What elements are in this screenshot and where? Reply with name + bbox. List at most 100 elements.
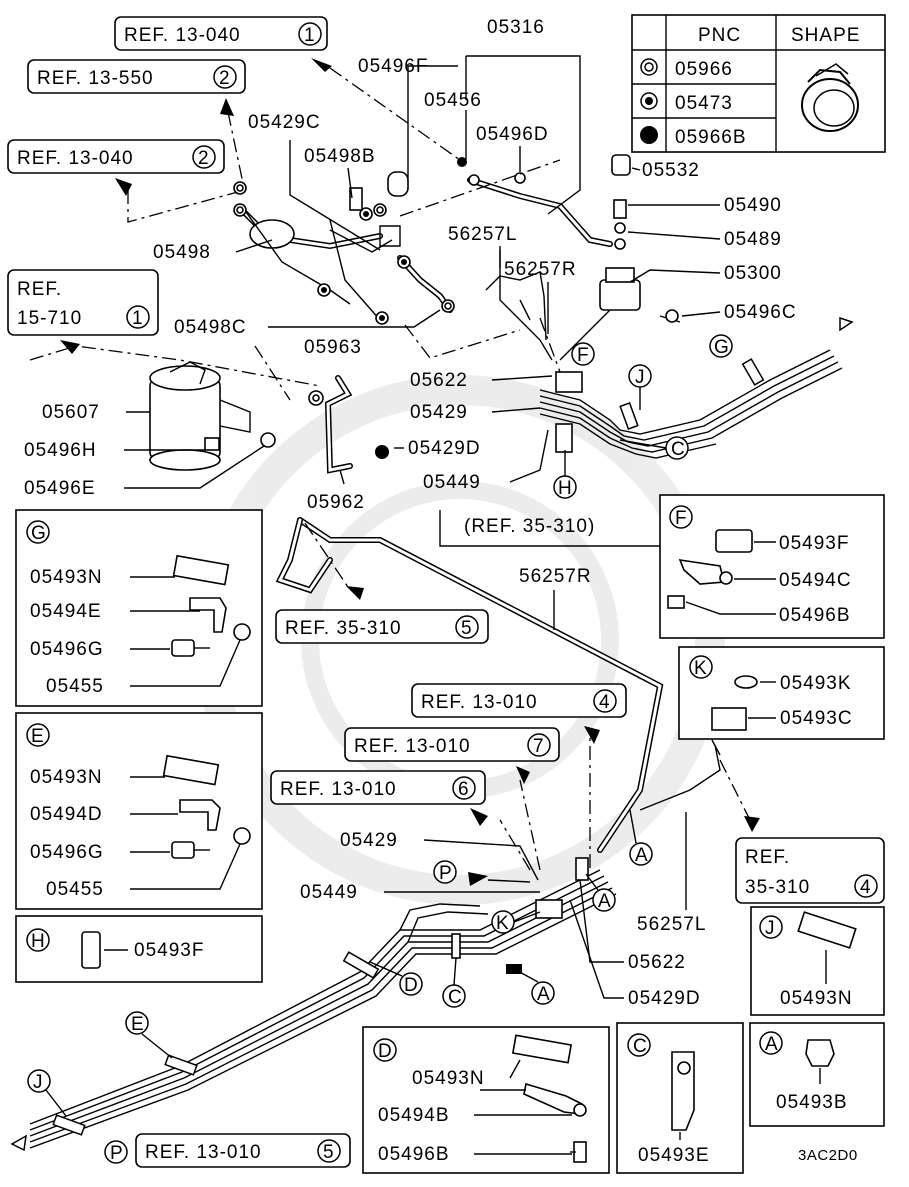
svg-text:5: 5 — [323, 1142, 335, 1163]
svg-text:P: P — [110, 1143, 124, 1164]
ref-arrows — [29, 58, 461, 387]
ref-13-550-2[interactable]: REF. 13-550 2 — [27, 59, 246, 94]
svg-text:2: 2 — [198, 148, 210, 169]
label-05496E: 05496E — [24, 478, 96, 499]
label-05498C: 05498C — [174, 317, 247, 338]
ref-13-040-2[interactable]: REF. 13-040 2 — [7, 139, 225, 174]
label-05429D: 05429D — [408, 438, 481, 459]
ref-13-010-7[interactable]: REF. 13-010 7 — [344, 727, 560, 762]
label-05316: 05316 — [487, 17, 545, 38]
svg-text:REF. 13-040: REF. 13-040 — [17, 148, 134, 169]
label-05429D-lower: 05429D — [628, 988, 701, 1009]
label-05532: 05532 — [642, 160, 700, 181]
svg-text:35-310: 35-310 — [745, 877, 810, 898]
label-05429C: 05429C — [248, 112, 321, 133]
svg-text:E: E — [131, 1014, 145, 1035]
svg-text:A: A — [537, 984, 551, 1005]
ref-13-010-6[interactable]: REF. 13-010 6 — [270, 770, 486, 805]
label-56257R: 56257R — [504, 259, 577, 280]
C-05493E: 05493E — [638, 1145, 710, 1166]
detail-box-J: J 05493N — [750, 906, 885, 1016]
svg-text:REF.: REF. — [17, 279, 62, 300]
label-56257L-lower: 56257L — [637, 914, 706, 935]
legend-ring-dot-icon — [640, 92, 658, 110]
label-05622: 05622 — [410, 370, 468, 391]
part-labels: 05316 05496F 05456 05496D 05429C 05498B … — [24, 17, 797, 1009]
label-05622-lower: 05622 — [628, 952, 686, 973]
svg-text:REF. 13-010: REF. 13-010 — [145, 1142, 262, 1163]
label-05300: 05300 — [724, 263, 782, 284]
F-05494C: 05494C — [779, 570, 852, 591]
F-05493F: 05493F — [779, 533, 849, 554]
label-05489: 05489 — [724, 229, 782, 250]
svg-text:A: A — [598, 891, 612, 912]
ref-15-710-1[interactable]: REF. 15-710 1 — [7, 269, 159, 336]
ref-35-310-5[interactable]: REF. 35-310 5 — [275, 609, 489, 644]
svg-text:C: C — [633, 1036, 648, 1057]
svg-text:1: 1 — [304, 25, 316, 46]
svg-text:REF. 13-040: REF. 13-040 — [124, 25, 241, 46]
svg-text:D: D — [404, 975, 419, 996]
label-05496C: 05496C — [724, 302, 797, 323]
ref-13-040-1[interactable]: REF. 13-040 1 — [114, 16, 328, 51]
detail-box-G: G 05493N 05494E 05496G 05455 — [15, 509, 263, 707]
lower-harness-bundle — [10, 726, 617, 1152]
svg-text:E: E — [31, 726, 45, 747]
label-56257L: 56257L — [448, 224, 517, 245]
svg-text:F: F — [675, 508, 688, 529]
E-05496G: 05496G — [30, 842, 104, 863]
legend-header-pnc: PNC — [698, 25, 741, 46]
svg-text:P: P — [439, 863, 453, 884]
label-05490: 05490 — [724, 195, 782, 216]
legend-pnc-2: 05966B — [675, 127, 747, 148]
D-05496B: 05496B — [378, 1144, 450, 1165]
svg-text:REF.: REF. — [745, 847, 790, 868]
hose-05962 — [324, 375, 389, 474]
label-05962: 05962 — [307, 492, 365, 513]
label-05963: 05963 — [304, 337, 362, 358]
svg-text:J: J — [33, 1072, 44, 1093]
svg-text:K: K — [496, 913, 510, 934]
upper-assembly — [233, 140, 681, 361]
svg-text:A: A — [765, 1034, 779, 1055]
label-05498B: 05498B — [304, 146, 376, 167]
svg-text:5: 5 — [461, 618, 473, 639]
J-05493N: 05493N — [780, 988, 853, 1009]
detail-box-C: C 05493E — [616, 1022, 744, 1174]
label-56257R-lower: 56257R — [519, 566, 592, 587]
svg-text:15-710: 15-710 — [17, 308, 82, 329]
legend-pnc-1: 05473 — [675, 93, 733, 114]
G-05493N: 05493N — [30, 567, 103, 588]
G-05496G: 05496G — [30, 639, 104, 660]
svg-text:H: H — [31, 931, 46, 952]
svg-text:REF. 35-310: REF. 35-310 — [285, 618, 402, 639]
legend-pnc-0: 05966 — [675, 59, 733, 80]
E-05493N: 05493N — [30, 767, 103, 788]
svg-text:1: 1 — [132, 308, 144, 329]
D-05493N: 05493N — [412, 1068, 485, 1089]
H-05493F: 05493F — [134, 940, 204, 961]
svg-text:J: J — [765, 918, 776, 939]
svg-text:4: 4 — [860, 877, 872, 898]
detail-box-A: A 05493B — [749, 1022, 885, 1127]
ref-13-010-5[interactable]: P REF. 13-010 5 — [104, 1133, 351, 1168]
label-05496D: 05496D — [476, 124, 549, 145]
diagram-id: 3AC2D0 — [798, 1147, 858, 1164]
legend-double-ring-icon — [640, 58, 658, 76]
detail-box-F: F 05493F 05494C 05496B — [659, 494, 885, 639]
svg-text:6: 6 — [458, 779, 470, 800]
label-05449-lower: 05449 — [300, 882, 358, 903]
svg-text:7: 7 — [533, 736, 545, 757]
upper-harness-junction — [539, 316, 854, 459]
label-05449: 05449 — [423, 472, 481, 493]
upper-dashed-leaders — [254, 159, 561, 401]
ref-13-010-4[interactable]: REF. 13-010 4 — [411, 683, 627, 718]
legend-filled-dot-icon — [640, 126, 658, 144]
label-05496F: 05496F — [358, 56, 428, 77]
label-05607: 05607 — [42, 402, 100, 423]
legend-header-shape: SHAPE — [791, 25, 860, 46]
legend-table: PNC SHAPE 05966 05473 05966B — [631, 14, 886, 153]
ref-35-310-4[interactable]: REF. 35-310 4 — [735, 837, 885, 904]
G-05455: 05455 — [46, 676, 104, 697]
